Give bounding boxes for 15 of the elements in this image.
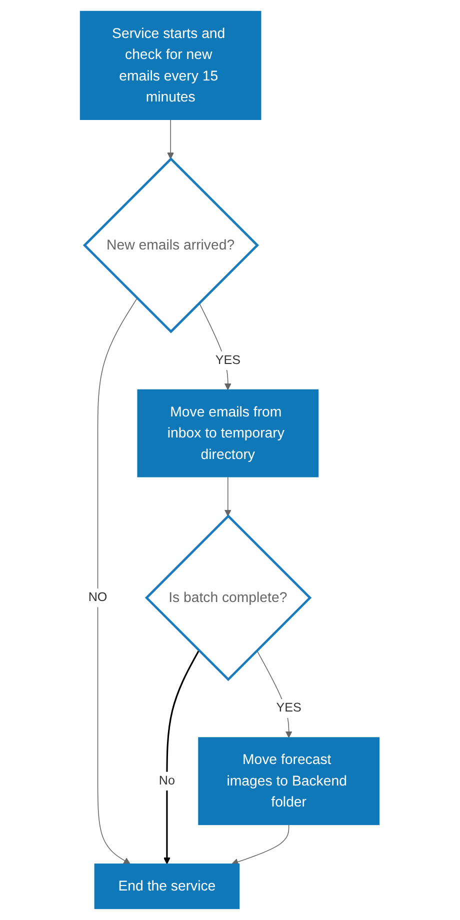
arrow xyxy=(232,824,290,866)
edge-label: NO xyxy=(88,590,108,604)
arrow xyxy=(98,298,138,864)
arrow xyxy=(164,650,200,864)
node-diamond: New emails arrived? xyxy=(83,157,260,334)
arrow xyxy=(224,476,232,516)
edge-label: YES xyxy=(276,701,302,715)
arrow xyxy=(167,119,174,160)
edge-label: No xyxy=(159,774,176,788)
node-box: Move emails from inbox to temporary directory xyxy=(138,389,319,478)
node-box: End the service xyxy=(94,864,240,910)
node-box: Move forecast images to Backend folder xyxy=(198,737,380,826)
edge-label: YES xyxy=(216,354,241,367)
node-box: Service starts and check for new emails every 15 minutes xyxy=(80,10,262,120)
node-diamond: Is batch complete? xyxy=(145,514,312,682)
